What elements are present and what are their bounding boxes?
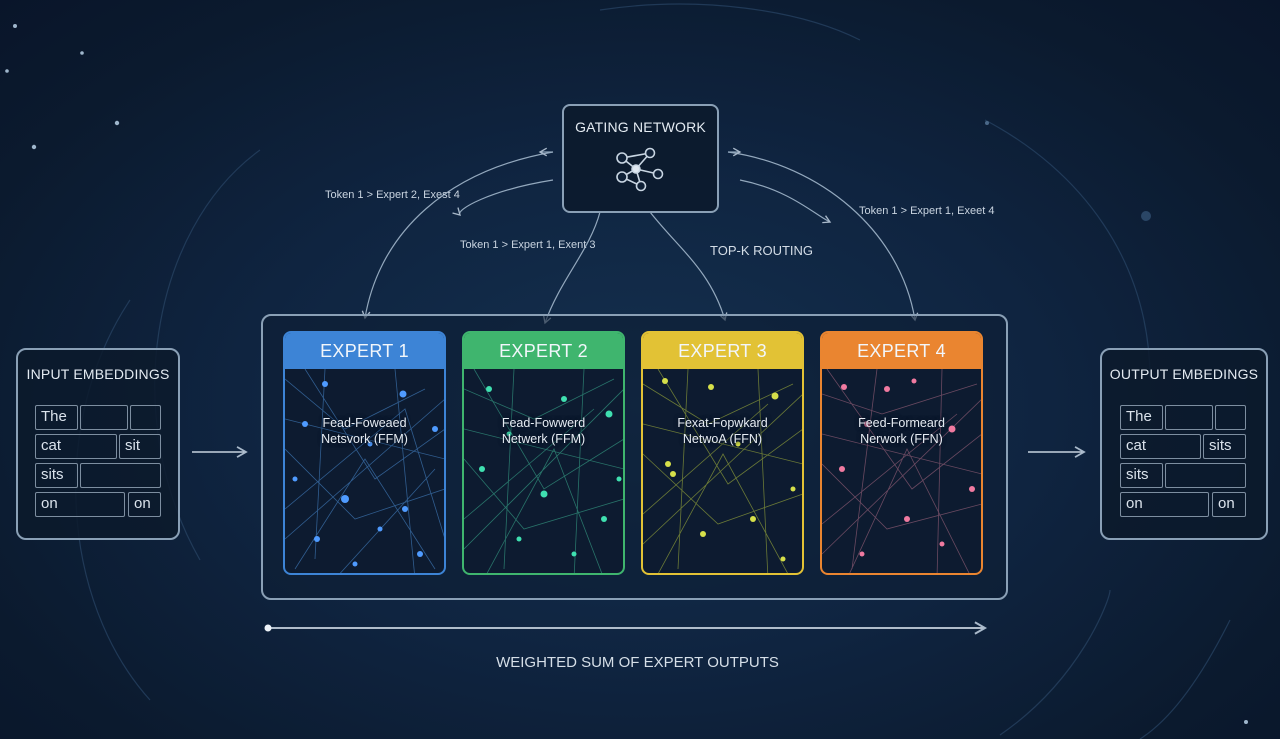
neural-network-mesh-icon (285, 369, 444, 573)
output-token (1165, 405, 1213, 430)
weighted-sum-start-dot (264, 624, 272, 632)
input-token: The (35, 405, 78, 430)
expert-1-description: Fead-Foweaed Netsvork (FFM) (321, 416, 408, 446)
expert-2-description: Fead-Fowwerd Netwerk (FFM) (501, 416, 586, 446)
expert-3-description: Fexat-Fopwkard NetwoA (FFN) (677, 416, 768, 446)
gating-network-box: GATING NETWORK (562, 104, 719, 213)
route-arrow-expert-2 (542, 211, 601, 325)
top-k-routing-label: TOP-K ROUTING (710, 243, 814, 258)
route-arrow-back-left (452, 179, 554, 216)
background-stars (5, 24, 1248, 724)
output-embeddings-panel: OUTPUT EMBEDINGS The cat sits sits on on (1100, 348, 1268, 540)
output-token: on (1212, 492, 1246, 517)
routing-label-right: Token 1 > Expert 1, Exeet 4 (859, 205, 995, 217)
weighted-sum-label: WEIGHTED SUM OF EXPERT OUTPUTS (496, 654, 779, 671)
input-token: sits (35, 463, 78, 488)
input-token: on (128, 492, 161, 517)
input-token: sit (119, 434, 161, 459)
expert-4-card: EXPERT 4 Feed-Formeard Nerwork (FFN) (820, 331, 983, 575)
expert-2-header: EXPERT 2 (464, 333, 623, 369)
input-token (80, 405, 128, 430)
route-arrow-back-right (739, 179, 832, 224)
neural-network-mesh-icon (643, 369, 802, 573)
routing-label-left-bottom: Token 1 > Expert 1, Exent 3 (460, 239, 596, 251)
gating-network-title: GATING NETWORK (575, 119, 706, 135)
input-token: cat (35, 434, 117, 459)
output-token: sits (1203, 434, 1246, 459)
neural-network-mesh-icon (822, 369, 981, 573)
output-token: on (1120, 492, 1209, 517)
routing-label-left-top: Token 1 > Expert 2, Exest 4 (325, 189, 460, 201)
input-embeddings-title: INPUT EMBEDDINGS (26, 366, 170, 382)
route-arrow-expert-4 (727, 151, 919, 322)
output-token (1165, 463, 1246, 488)
expert-3-header: EXPERT 3 (643, 333, 802, 369)
network-nodes-icon (616, 147, 664, 192)
expert-3-card: EXPERT 3 Fexat-Fopwkard NetwoA (FFN) (641, 331, 804, 575)
input-embeddings-panel: INPUT EMBEDDINGS The cat sit sits on on (16, 348, 180, 540)
output-token: sits (1120, 463, 1163, 488)
output-embeddings-title: OUTPUT EMBEDINGS (1109, 366, 1259, 382)
route-arrow-expert-3 (649, 211, 728, 322)
route-arrow-expert-1 (361, 151, 554, 320)
input-token (80, 463, 161, 488)
expert-2-card: EXPERT 2 Fead-Fowwerd Netwerk (FFM) (462, 331, 625, 575)
expert-4-header: EXPERT 4 (822, 333, 981, 369)
output-token: cat (1120, 434, 1201, 459)
neural-network-mesh-icon (464, 369, 623, 573)
expert-4-description: Feed-Formeard Nerwork (FFN) (858, 416, 945, 446)
input-token (130, 405, 161, 430)
output-token: The (1120, 405, 1163, 430)
expert-1-card: EXPERT 1 Fead-Foweaed Netsvork (FFM) (283, 331, 446, 575)
output-token (1215, 405, 1246, 430)
expert-1-header: EXPERT 1 (285, 333, 444, 369)
input-token: on (35, 492, 125, 517)
